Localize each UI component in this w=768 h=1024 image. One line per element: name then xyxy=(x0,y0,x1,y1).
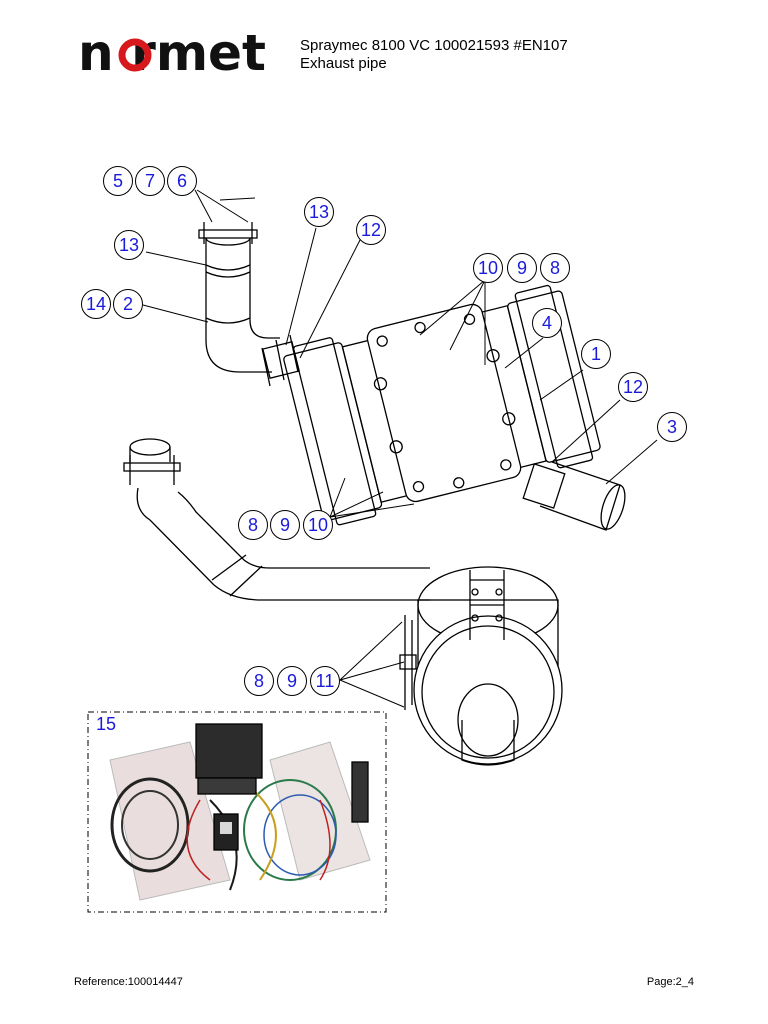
callout-12-right[interactable]: 12 xyxy=(618,372,648,402)
callout-1[interactable]: 1 xyxy=(581,339,611,369)
callout-3[interactable]: 3 xyxy=(657,412,687,442)
callout-10-middle[interactable]: 10 xyxy=(303,510,333,540)
callout-11[interactable]: 11 xyxy=(310,666,340,696)
particle-filter-unit xyxy=(283,284,601,526)
lower-exhaust-pipe xyxy=(123,438,430,601)
callout-10-upper[interactable]: 10 xyxy=(473,253,503,283)
callout-8-middle[interactable]: 8 xyxy=(238,510,268,540)
wiring-harness-illustration xyxy=(109,723,371,901)
callout-9-upper[interactable]: 9 xyxy=(507,253,537,283)
callout-8-lower[interactable]: 8 xyxy=(244,666,274,696)
reference-number: Reference:100014447 xyxy=(74,976,183,988)
silencer-drum xyxy=(399,566,563,766)
callout-8-upper[interactable]: 8 xyxy=(540,253,570,283)
document-title: Spraymec 8100 VC 100021593 #EN107 Exhaus… xyxy=(300,37,568,73)
callout-12-upper[interactable]: 12 xyxy=(356,215,386,245)
callout-4[interactable]: 4 xyxy=(532,308,562,338)
title-line-1: Spraymec 8100 VC 100021593 #EN107 xyxy=(300,37,568,54)
callout-9-middle[interactable]: 9 xyxy=(270,510,300,540)
callout-14[interactable]: 14 xyxy=(81,289,111,319)
title-line-2: Exhaust pipe xyxy=(300,55,387,72)
callout-6[interactable]: 6 xyxy=(167,166,197,196)
callout-2[interactable]: 2 xyxy=(113,289,143,319)
page-number: Page:2_4 xyxy=(646,976,694,988)
callout-13-upper[interactable]: 13 xyxy=(304,197,334,227)
callout-5[interactable]: 5 xyxy=(103,166,133,196)
callout-9-lower[interactable]: 9 xyxy=(277,666,307,696)
inset-frame xyxy=(87,711,387,913)
callout-7[interactable]: 7 xyxy=(135,166,165,196)
upper-exhaust-pipe xyxy=(198,222,280,373)
leader-lines xyxy=(142,189,658,708)
normet-logo: n rmet xyxy=(78,30,266,76)
svg-text:n rmet: n rmet xyxy=(78,30,266,76)
inlet-clamp xyxy=(261,334,300,387)
inset-label-15[interactable]: 15 xyxy=(96,714,117,734)
callout-13-left[interactable]: 13 xyxy=(114,230,144,260)
outlet-pipe xyxy=(522,461,626,531)
